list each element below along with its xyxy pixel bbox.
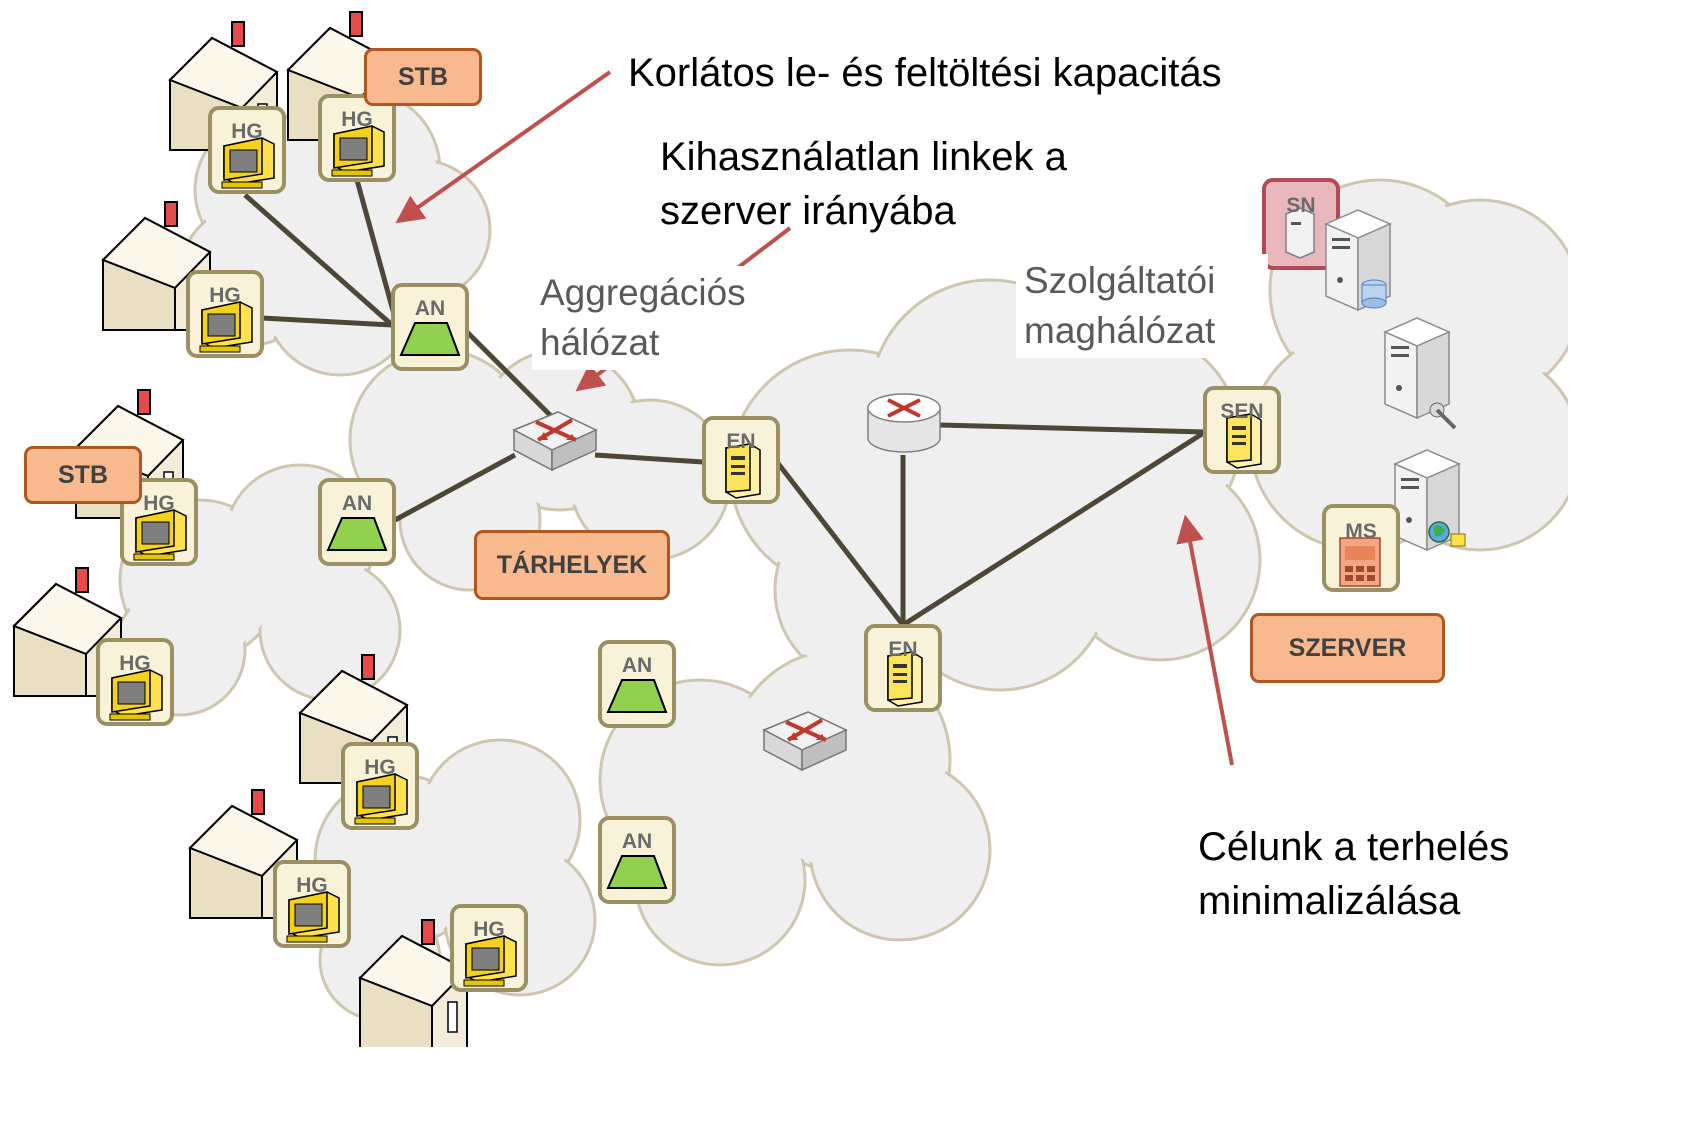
server-tower-icon [1394,449,1466,551]
edge-node[interactable]: EN [864,624,942,712]
home-gateway[interactable]: HG [450,904,528,992]
access-node[interactable]: AN [391,283,469,371]
link-hg-an [354,179,398,319]
home-gateway[interactable]: HG [96,638,174,726]
link-hg-an [243,193,394,327]
svg-text:MS: MS [1345,520,1377,543]
callout-upload-capacity: Korlátos le- és feltöltési kapacitás [628,51,1222,95]
svg-text:AN: AN [622,830,652,853]
svg-text:AN: AN [342,492,372,515]
link-en-en [775,460,905,627]
link-an-switch [463,328,557,422]
access-node[interactable]: AN [598,816,676,904]
svg-text:HG: HG [143,492,175,515]
callout-goal-line1: Célunk a terhelés [1198,825,1510,869]
svg-text:HG: HG [119,652,151,675]
service-edge-node[interactable]: SEN [1203,386,1281,474]
callout-unused-links-line2: szerver irányába [660,189,956,233]
storage-tag: TÁRHELYEK [474,530,670,600]
access-node[interactable]: AN [598,640,676,728]
stb-tag: STB [24,446,142,504]
storage-node[interactable]: SN [1262,178,1340,270]
link-router-sen [939,422,1206,435]
svg-text:EN: EN [888,638,917,661]
home-gateway[interactable]: HG [186,270,264,358]
home-gateway[interactable]: HG [208,106,286,194]
server-tag: SZERVER [1250,613,1445,683]
server-tower-icon [1325,209,1391,311]
svg-text:HG: HG [341,108,373,131]
aggregation-label-line1: Aggregációs [540,272,746,313]
core-label-line1: Szolgáltatói [1024,260,1216,301]
svg-text:HG: HG [209,284,241,307]
edge-node[interactable]: EN [702,416,780,504]
core-label-line2: maghálózat [1024,310,1216,351]
svg-text:SEN: SEN [1220,400,1263,423]
arrow-upload-capacity [395,70,612,224]
svg-text:AN: AN [622,654,652,677]
svg-text:HG: HG [231,120,263,143]
svg-text:AN: AN [415,297,445,320]
svg-text:SN: SN [1286,194,1315,217]
link-hg-an [261,315,393,328]
aggregation-label-line2: hálózat [540,322,660,363]
server-tower-icon [1384,317,1457,430]
link-an-switch [393,452,517,523]
link-switch-en [594,452,704,465]
aggregation-network-label: Aggregációs hálózat [532,266,754,370]
stb-tag: STB [364,48,482,106]
home-gateway[interactable]: HG [341,742,419,830]
home-gateway[interactable]: HG [318,94,396,182]
network-links [243,179,1207,628]
media-server[interactable]: MS [1322,504,1400,592]
arrow-goal [1176,514,1234,766]
home-gateway[interactable]: HG [273,860,351,948]
callout-unused-links-line1: Kihasználatlan linkek a [660,135,1067,179]
callout-unused-links: Kihasználatlan linkek a szerver irányába [660,130,1067,238]
callout-goal: Célunk a terhelés minimalizálása [1198,820,1509,928]
callout-goal-line2: minimalizálása [1198,879,1461,923]
svg-text:HG: HG [473,918,505,941]
svg-text:HG: HG [296,874,328,897]
svg-text:EN: EN [726,430,755,453]
core-network-label: Szolgáltatói maghálózat [1016,254,1268,358]
home-gateway[interactable]: HG [120,478,198,566]
svg-text:HG: HG [364,756,396,779]
link-en-sen [901,429,1207,628]
access-node[interactable]: AN [318,478,396,566]
router-icon[interactable] [867,393,941,453]
